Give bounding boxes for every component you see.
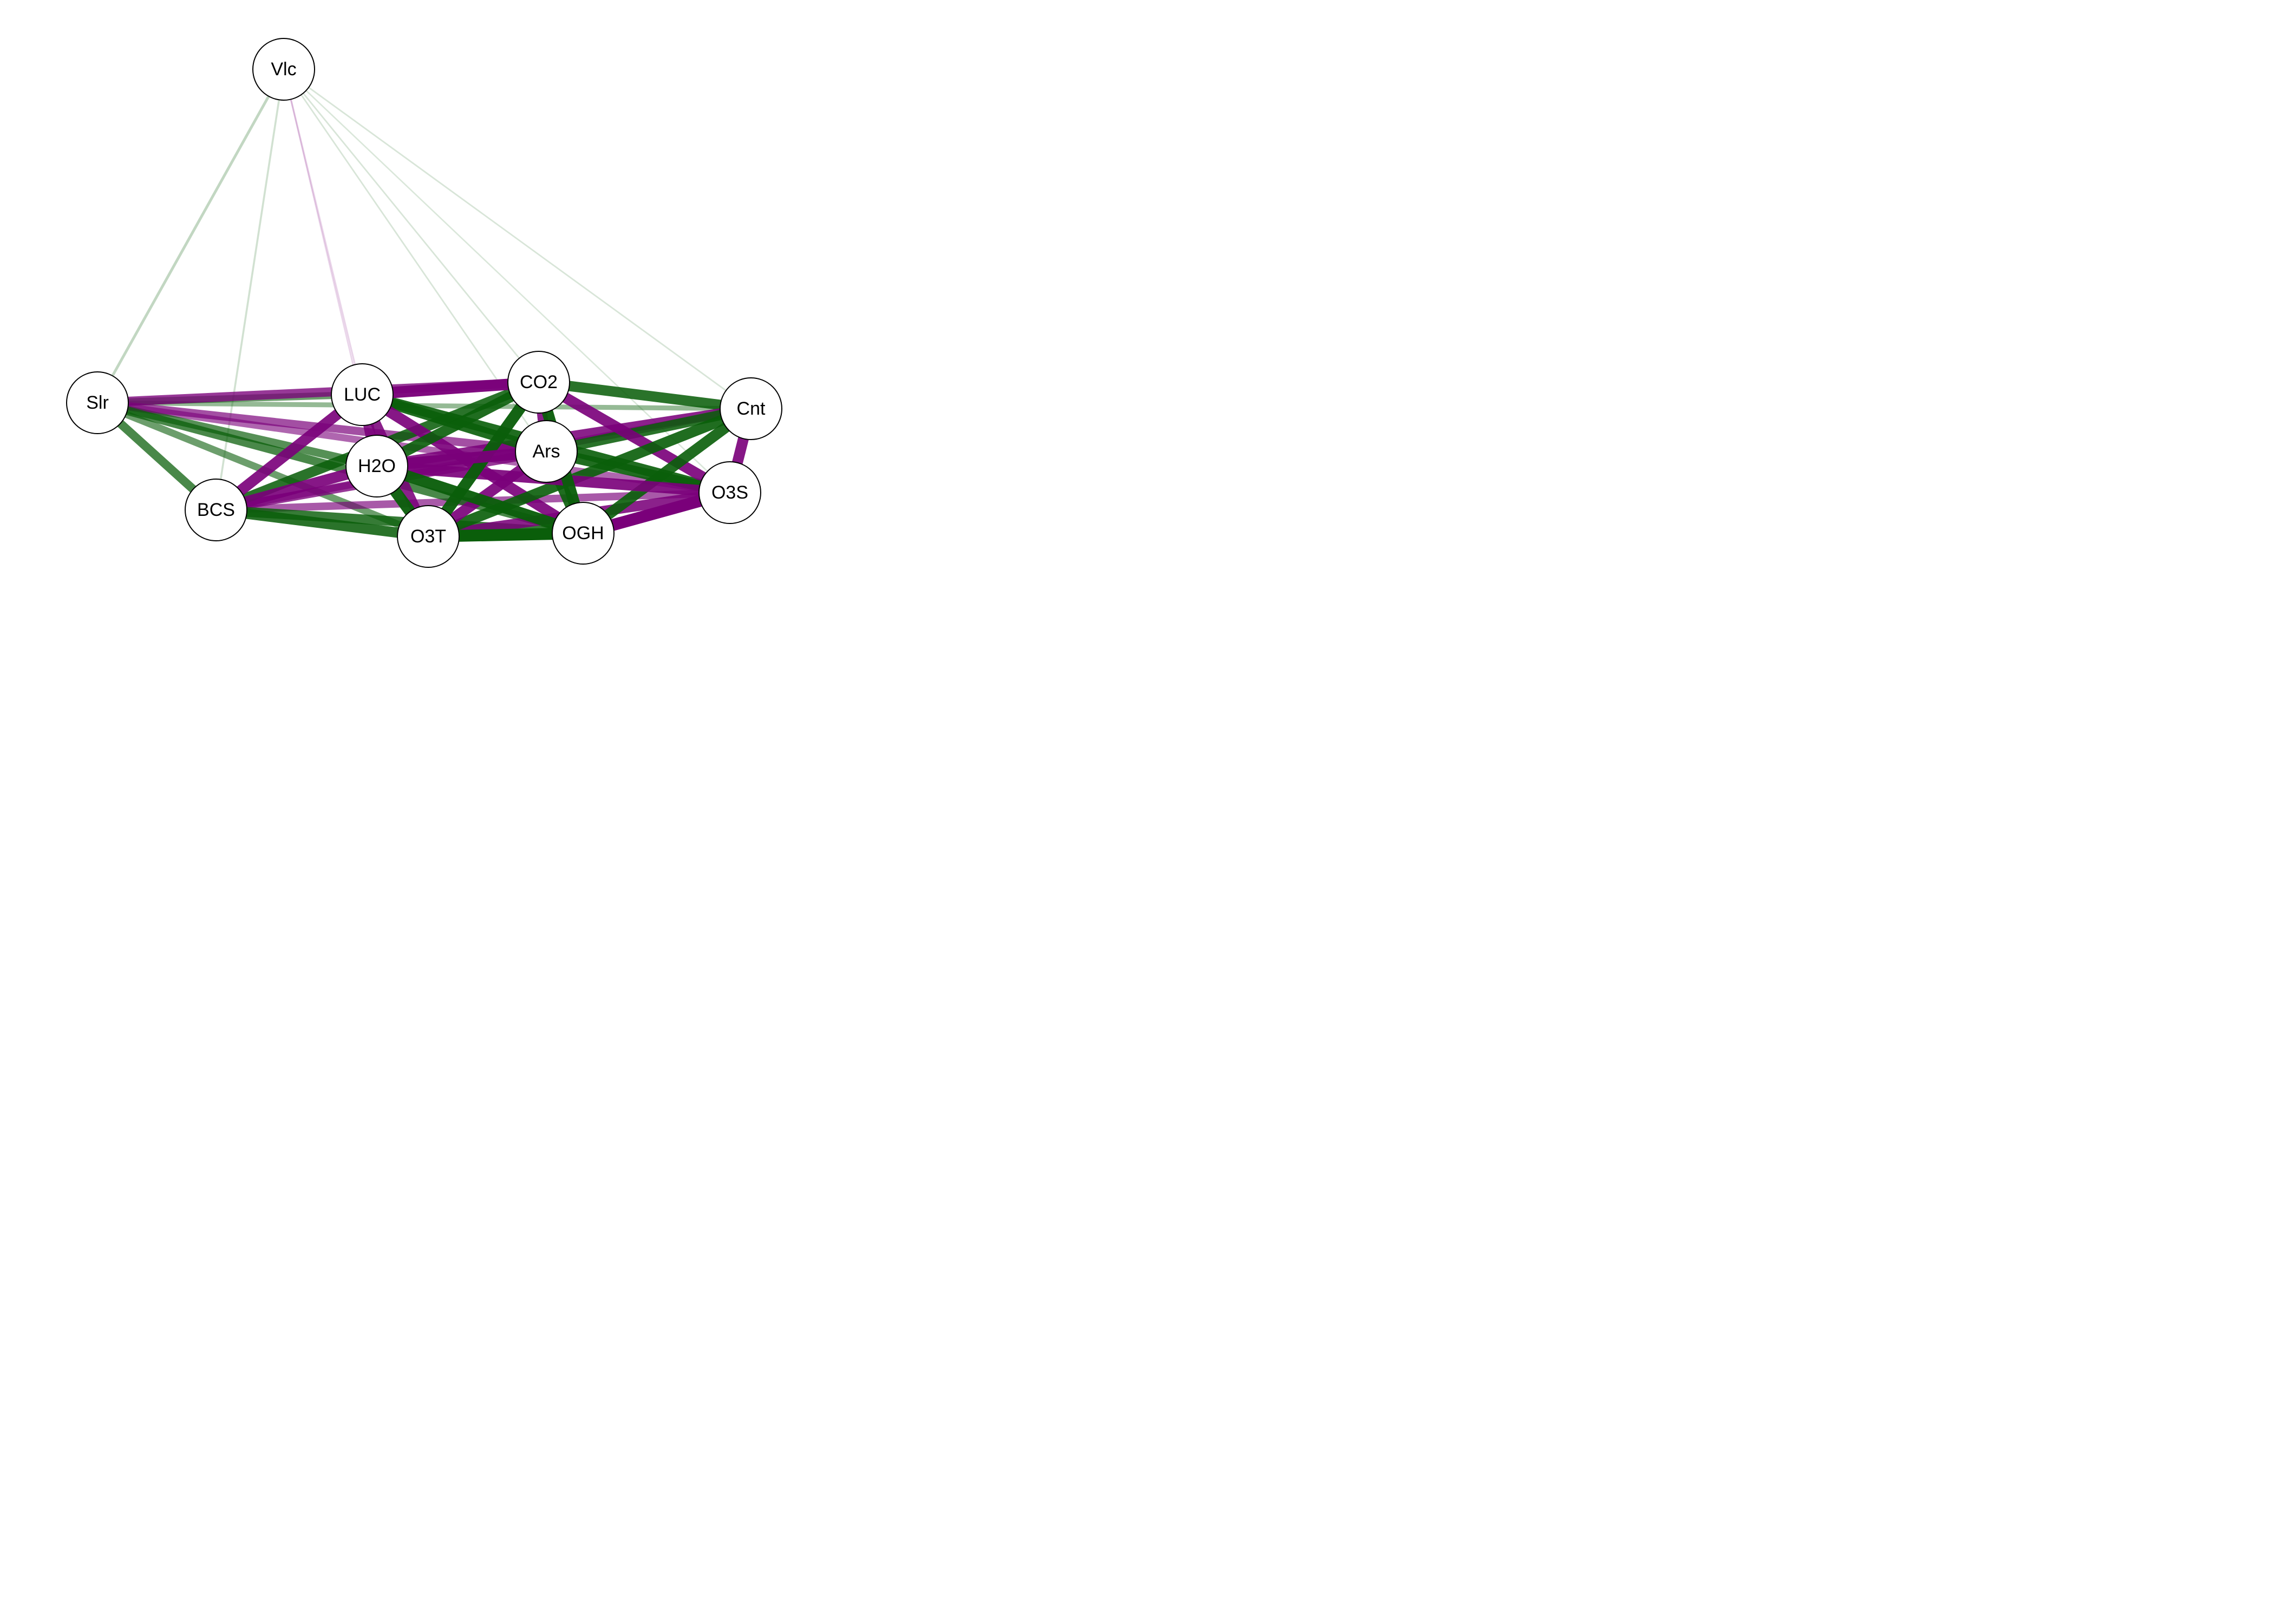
node-Vlc: Vlc — [252, 38, 315, 101]
node-circle-Ars — [515, 420, 578, 483]
edge-Cnt-OGH — [580, 404, 754, 538]
node-label-OGH: OGH — [562, 523, 604, 543]
node-label-Slr: Slr — [86, 392, 109, 413]
node-label-H2O: H2O — [358, 456, 396, 476]
node-circle-BCS — [185, 479, 247, 541]
node-label-Vlc: Vlc — [271, 59, 296, 80]
node-label-CO2: CO2 — [520, 372, 558, 392]
node-circle-O3S — [698, 461, 761, 524]
node-LUC: LUC — [331, 363, 394, 426]
node-circle-H2O — [345, 435, 408, 497]
edges-layer — [94, 68, 756, 542]
node-H2O: H2O — [345, 435, 408, 497]
node-O3T: O3T — [397, 505, 460, 568]
edge-BCS-O3T — [215, 505, 429, 542]
node-circle-Cnt — [720, 377, 782, 440]
node-CO2: CO2 — [507, 351, 570, 414]
node-label-Cnt: Cnt — [737, 398, 766, 419]
node-Cnt: Cnt — [720, 377, 782, 440]
node-label-O3T: O3T — [410, 526, 446, 547]
node-circle-O3T — [397, 505, 460, 568]
node-circle-Vlc — [252, 38, 315, 101]
node-O3S: O3S — [698, 461, 761, 524]
edge-CO2-Cnt — [538, 377, 752, 414]
node-label-Ars: Ars — [533, 441, 560, 462]
edge-LUC-OGH — [359, 390, 586, 538]
node-circle-Slr — [66, 371, 129, 434]
edge-Cnt-O3T — [426, 403, 753, 542]
edge-CO2-O3S — [535, 377, 733, 497]
node-label-LUC: LUC — [344, 384, 381, 405]
node-OGH: OGH — [552, 502, 615, 565]
node-Ars: Ars — [515, 420, 578, 483]
node-label-O3S: O3S — [711, 482, 748, 503]
edge-Vlc-Slr — [96, 68, 285, 404]
node-Slr: Slr — [66, 371, 129, 434]
edge-H2O-OGH — [375, 461, 585, 539]
edge-Cnt-Ars — [545, 403, 752, 457]
node-label-BCS: BCS — [197, 500, 235, 520]
node-circle-CO2 — [507, 351, 570, 414]
edge-Vlc-LUC — [283, 69, 363, 395]
node-circle-OGH — [552, 502, 615, 565]
edge-Vlc-Cnt — [283, 68, 752, 410]
edge-Vlc-CO2 — [283, 69, 540, 383]
node-BCS: BCS — [185, 479, 247, 541]
node-circle-LUC — [331, 363, 394, 426]
